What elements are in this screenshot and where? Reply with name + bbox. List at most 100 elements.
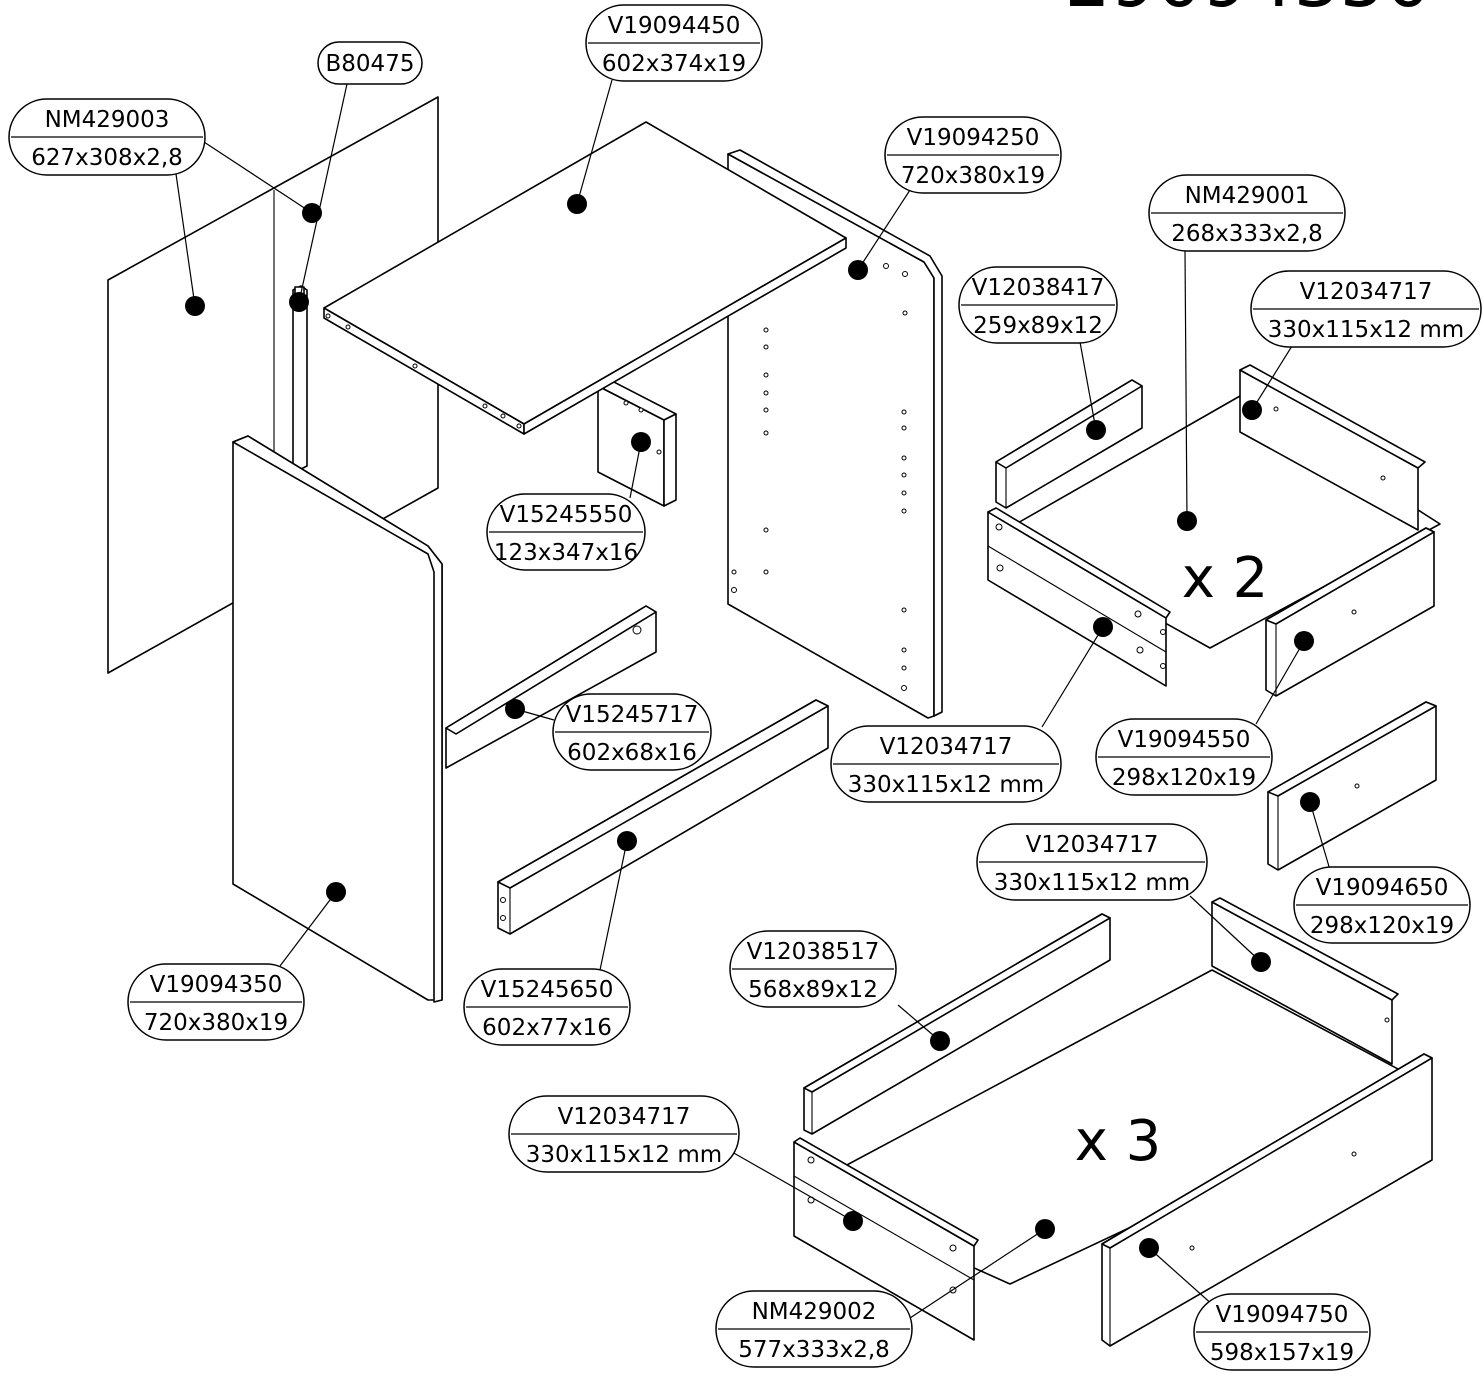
marker-dot-nm429003 — [185, 296, 205, 316]
part-code: NM429001 — [1185, 183, 1310, 209]
part-dimensions: 598x157x19 — [1210, 1340, 1354, 1366]
callout-v19094250: V19094250 720x380x19 — [884, 116, 1062, 194]
part-dimensions: 602x68x16 — [567, 740, 697, 766]
leader-line-v12038417 — [1079, 341, 1097, 431]
part-dimensions: 627x308x2,8 — [31, 145, 183, 171]
part-dimensions: 268x333x2,8 — [1171, 221, 1323, 247]
marker-dot-nm429003-2 — [302, 203, 322, 223]
marker-dot-v19094450 — [567, 194, 587, 214]
panel-rail-v15245717 — [445, 605, 657, 769]
part-code: V15245650 — [481, 977, 614, 1003]
panel-brace-v15245550 — [597, 379, 677, 507]
part-code: V15245550 — [500, 502, 633, 528]
leader-line-nm429003-2 — [203, 141, 313, 214]
marker-dot-nm429001 — [1177, 511, 1197, 531]
leader-line-v19094250 — [857, 189, 911, 271]
marker-dot-v19094350 — [326, 882, 346, 902]
marker-dot-v19094650 — [1300, 792, 1320, 812]
leader-line-v19094550 — [1255, 640, 1305, 725]
marker-dot-v19094550 — [1294, 631, 1314, 651]
part-dimensions: 259x89x12 — [973, 313, 1103, 339]
drawer-front-v19094650 — [1267, 701, 1437, 871]
small-drawer — [987, 364, 1441, 697]
part-dimensions: 330x115x12 mm — [848, 772, 1044, 798]
callout-nm429003: NM429003 627x308x2,8 — [8, 98, 206, 176]
marker-dot-v12034717c — [1251, 952, 1271, 972]
part-dimensions: 123x347x16 — [494, 540, 638, 566]
callout-pill — [317, 41, 423, 85]
hinge-rail-b80475 — [292, 285, 308, 471]
part-code: V19094250 — [907, 125, 1040, 151]
callout-v19094650: V19094650 298x120x19 — [1293, 866, 1471, 944]
marker-dot-v12034717d — [843, 1211, 863, 1231]
part-code: V19094350 — [150, 972, 283, 998]
part-code: V19094650 — [1316, 875, 1449, 901]
marker-dot-nm429002 — [1035, 1219, 1055, 1239]
multiplier-large-drawer: x 3 — [1075, 1109, 1162, 1174]
part-code: V12034717 — [558, 1104, 691, 1130]
callout-v12038417: V12038417 259x89x12 — [958, 266, 1118, 344]
leader-line-nm429003 — [175, 173, 196, 307]
part-code: V12034717 — [1026, 832, 1159, 858]
callout-v12034717d: V12034717 330x115x12 mm — [508, 1095, 740, 1173]
leader-line-nm429002 — [909, 1228, 1046, 1319]
marker-dots — [185, 194, 1320, 1258]
leader-lines — [175, 79, 1331, 1319]
marker-dot-v12038417 — [1086, 420, 1106, 440]
multiplier-small-drawer: x 2 — [1182, 546, 1269, 611]
callout-v12034717b: V12034717 330x115x12 mm — [830, 725, 1062, 803]
callout-v15245550: V15245550 123x347x16 — [486, 493, 646, 571]
part-code: NM429002 — [752, 1299, 877, 1325]
marker-dot-v12034717a — [1242, 400, 1262, 420]
part-code: NM429003 — [45, 107, 170, 133]
part-dimensions: 330x115x12 mm — [994, 870, 1190, 896]
part-code: V19094450 — [608, 13, 741, 39]
callout-v12038517: V12038517 568x89x12 — [729, 930, 897, 1008]
leader-line-v12034717d — [731, 1151, 854, 1222]
marker-dot-b80475 — [289, 292, 309, 312]
leader-line-v19094750 — [1148, 1247, 1215, 1307]
part-dimensions: 577x333x2,8 — [738, 1337, 890, 1363]
part-code: V12038517 — [747, 939, 880, 965]
part-dimensions: 568x89x12 — [748, 977, 878, 1003]
part-dimensions: 298x120x19 — [1310, 913, 1454, 939]
marker-dot-v12038517 — [930, 1031, 950, 1051]
part-dimensions: 720x380x19 — [144, 1010, 288, 1036]
panel-side-left-v19094350 — [232, 435, 443, 1003]
marker-dot-v19094250 — [848, 260, 868, 280]
panel-rail-v15245650 — [497, 699, 829, 935]
marker-dot-v12034717b — [1093, 617, 1113, 637]
part-code: V12038417 — [972, 275, 1105, 301]
leader-line-v19094650 — [1309, 801, 1331, 871]
part-dimensions: 298x120x19 — [1112, 765, 1256, 791]
marker-dot-v19094750 — [1139, 1238, 1159, 1258]
part-code: V19094550 — [1118, 727, 1251, 753]
leader-line-b80475 — [298, 83, 348, 303]
callout-v12034717c: V12034717 330x115x12 mm — [976, 823, 1208, 901]
leader-line-v19094450 — [576, 79, 613, 205]
large-drawer — [793, 897, 1433, 1347]
marker-dot-v15245550 — [631, 432, 651, 452]
marker-dot-v15245650 — [617, 831, 637, 851]
part-code: V12034717 — [1300, 279, 1433, 305]
leader-line-v12034717b — [1041, 626, 1104, 728]
leader-line-v15245650 — [599, 840, 628, 971]
leader-line-nm429001 — [1184, 250, 1188, 522]
leader-line-v19094350 — [279, 891, 337, 967]
callout-v15245717: V15245717 602x68x16 — [552, 693, 712, 771]
part-code: V12034717 — [880, 734, 1013, 760]
leader-line-v12034717c — [1189, 895, 1262, 963]
part-code: V19094750 — [1216, 1302, 1349, 1328]
panel-side-right-v19094250 — [727, 149, 943, 719]
callout-v19094350: V19094350 720x380x19 — [127, 963, 305, 1041]
part-dimensions: 720x380x19 — [901, 163, 1045, 189]
part-code: B80475 — [326, 51, 415, 77]
part-dimensions: 330x115x12 mm — [526, 1142, 722, 1168]
header-code: 29094350 — [1065, 0, 1431, 23]
part-code: V15245717 — [566, 702, 699, 728]
